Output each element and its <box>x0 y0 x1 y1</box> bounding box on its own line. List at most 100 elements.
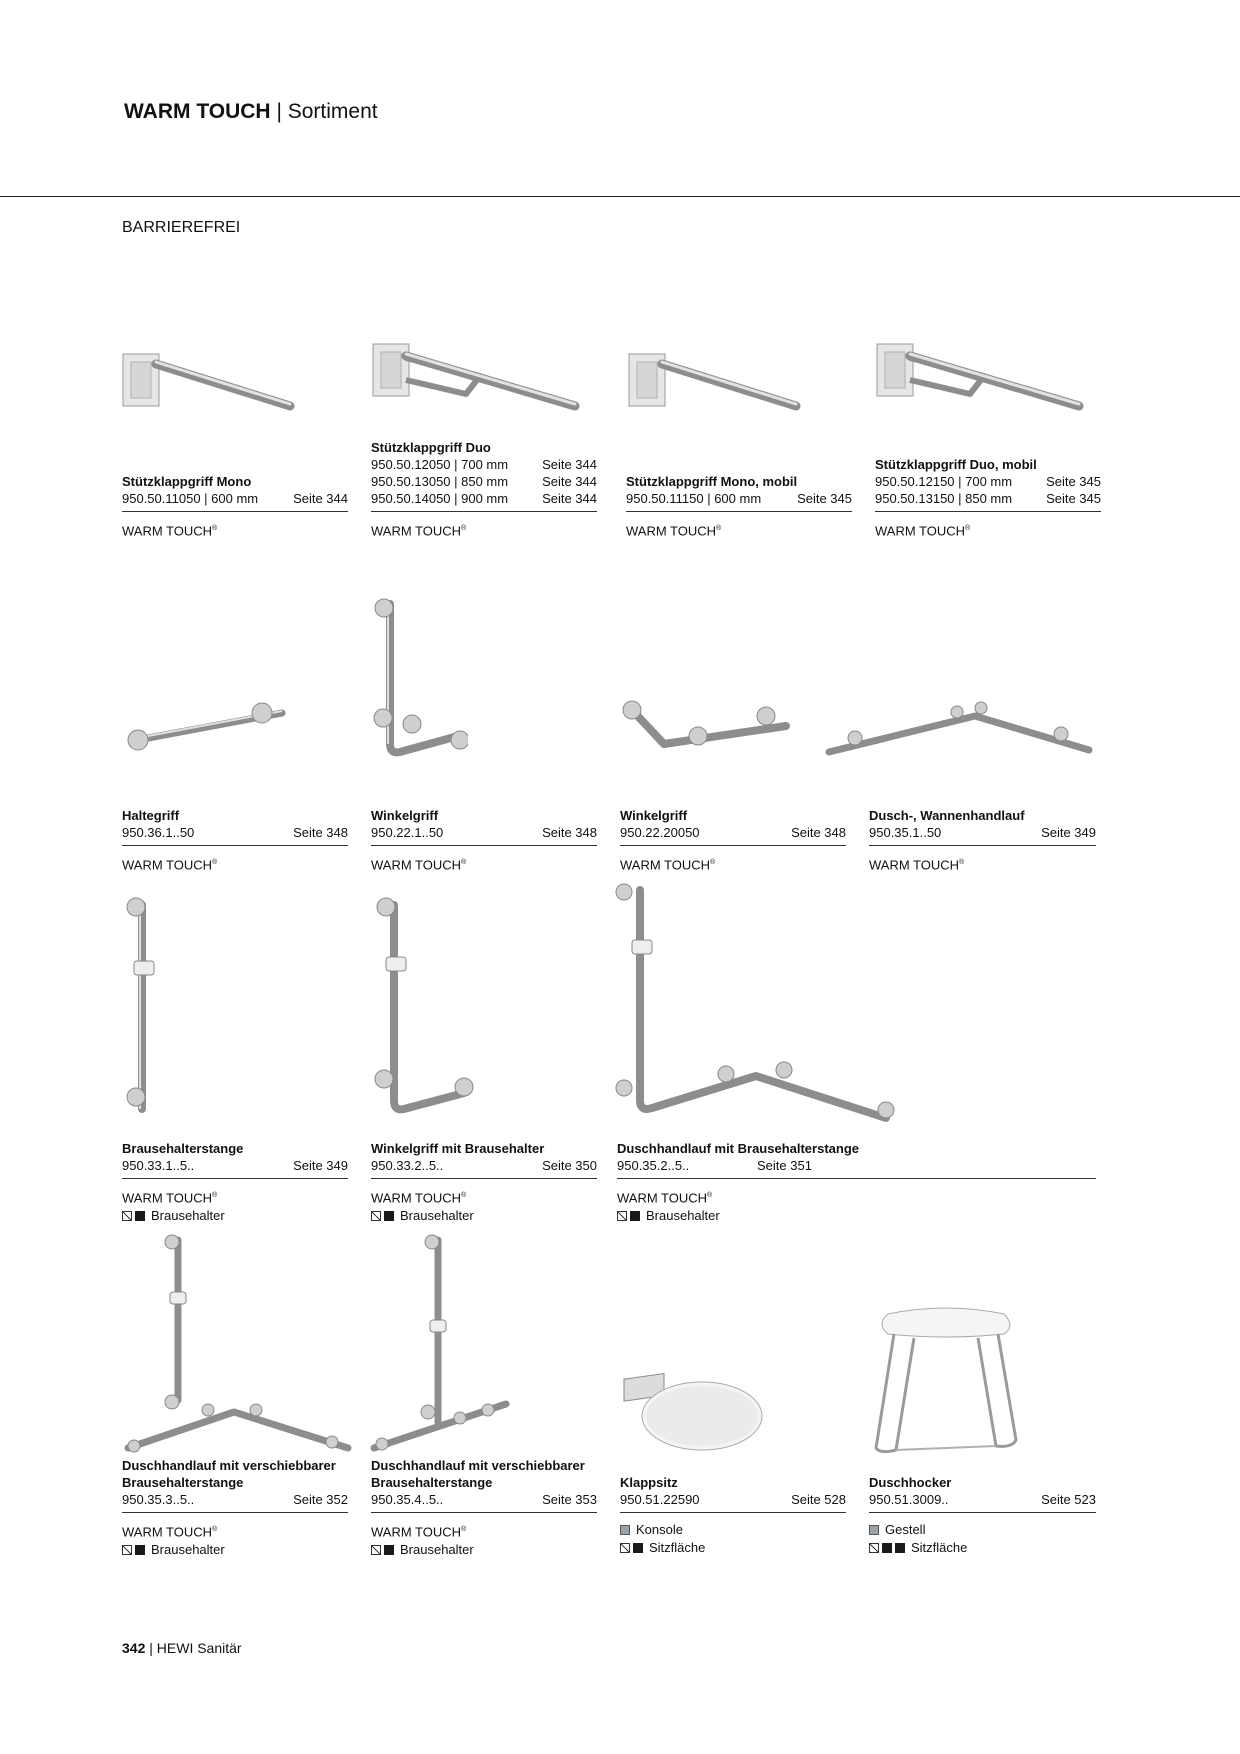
option-label: Sitzfläche <box>911 1540 968 1555</box>
product-row: 950.50.12050 | 700 mm Seite 344 <box>371 456 597 473</box>
product-row: 950.22.1..50 Seite 348 <box>371 824 597 841</box>
page-title: WARM TOUCH | Sortiment <box>124 100 378 124</box>
product-name: Dusch-, Wannenhandlauf <box>869 808 1025 823</box>
product-name: Winkelgriff mit Brausehalter <box>371 1141 545 1156</box>
brand-label: WARM TOUCH® <box>875 523 971 539</box>
page-reference: Seite 344 <box>542 491 597 506</box>
page-reference: Seite 345 <box>1046 491 1101 506</box>
product-name: Duschhocker <box>869 1475 952 1490</box>
option-label: Brausehalter <box>646 1208 720 1224</box>
brand-label: WARM TOUCH® <box>626 523 722 539</box>
page-title-bold: WARM TOUCH <box>124 100 271 123</box>
brand-label: WARM TOUCH® <box>371 857 467 873</box>
card-divider <box>869 845 1096 846</box>
shower-bath-handrail-icon <box>825 701 1093 756</box>
shower-handrail-with-rail-icon <box>615 883 895 1122</box>
folding-support-rail-duo-icon <box>876 343 1084 411</box>
footer-text: | HEWI Sanitär <box>149 1640 242 1656</box>
finish-swatch <box>869 1524 879 1535</box>
product-row: 950.51.3009.. Seite 523 <box>869 1491 1096 1508</box>
article-number: 950.50.12150 | 700 mm <box>875 474 1013 489</box>
page-number: 342 <box>122 1640 146 1656</box>
product-name: Stützklappgriff Duo, mobil <box>875 457 1037 472</box>
card-divider <box>122 511 348 512</box>
brand-label: WARM TOUCH® <box>617 1190 713 1206</box>
product-name: Brausehalterstange <box>122 1141 244 1156</box>
card-divider <box>122 845 348 846</box>
product-row: 950.50.14050 | 900 mm Seite 344 <box>371 490 597 507</box>
product-row: 950.33.2..5.. Seite 350 <box>371 1157 597 1174</box>
article-number: 950.35.1..50 <box>869 825 942 840</box>
brand-label: WARM TOUCH® <box>122 857 218 873</box>
product-name: Haltegriff <box>122 808 180 823</box>
card-divider <box>620 845 846 846</box>
article-number: 950.50.12050 | 700 mm <box>371 457 509 472</box>
page-reference: Seite 350 <box>542 1158 597 1173</box>
product-card: Brausehalterstange 950.33.1..5..Seite 34… <box>122 1140 348 1224</box>
option-label: Sitzfläche <box>649 1540 706 1555</box>
product-name: Duschhandlauf mit verschiebbarer Brauseh… <box>122 1458 336 1490</box>
brand-label: WARM TOUCH® <box>371 1190 467 1206</box>
product-name: Stützklappgriff Mono, mobil <box>626 474 798 489</box>
product-row: 950.33.1..5..Seite 349 <box>122 1157 348 1174</box>
card-divider <box>371 845 597 846</box>
finish-swatch <box>384 1210 394 1221</box>
article-number: 950.33.2..5.. <box>371 1158 444 1173</box>
article-number: 950.51.3009.. <box>869 1492 949 1507</box>
card-divider <box>875 511 1101 512</box>
page-reference: Seite 344 <box>542 457 597 472</box>
color-option: Brausehalter <box>122 1541 348 1558</box>
header-divider <box>0 196 1240 197</box>
folding-seat-icon <box>623 1372 763 1451</box>
folding-support-rail-icon <box>628 353 801 411</box>
angled-grab-bar-shower-holder-icon <box>374 897 474 1114</box>
article-number: 950.22.1..50 <box>371 825 444 840</box>
page-reference: Seite 344 <box>293 491 348 506</box>
section-title: BARRIEREFREI <box>122 219 241 236</box>
product-name: Stützklappgriff Mono <box>122 474 252 489</box>
color-option: Brausehalter <box>617 1207 1096 1224</box>
article-number: 950.50.14050 | 900 mm <box>371 491 509 506</box>
finish-swatch <box>895 1542 905 1553</box>
product-row: 950.35.2..5..Seite 351 <box>617 1157 1096 1174</box>
option-label: Konsole <box>636 1522 683 1537</box>
finish-swatch <box>633 1542 643 1553</box>
finish-swatch <box>882 1542 892 1553</box>
product-card: Stützklappgriff Mono 950.50.11050 | 600 … <box>122 473 348 539</box>
page-reference: Seite 348 <box>293 825 348 840</box>
option-label: Brausehalter <box>151 1542 225 1558</box>
brand-label: WARM TOUCH® <box>122 1524 218 1540</box>
page-reference: Seite 523 <box>1041 1492 1096 1507</box>
page-reference: Seite 345 <box>797 491 852 506</box>
product-name: Klappsitz <box>620 1475 678 1490</box>
finish-swatch <box>122 1210 132 1221</box>
card-divider <box>371 1512 597 1513</box>
page-reference: Seite 349 <box>293 1158 348 1173</box>
product-name: Duschhandlauf mit verschiebbarer Brauseh… <box>371 1458 585 1490</box>
product-name: Duschhandlauf mit Brausehalterstange <box>617 1141 859 1156</box>
product-row: 950.35.4..5..Seite 353 <box>371 1491 597 1508</box>
card-divider <box>869 1512 1096 1513</box>
page-reference: Seite 351 <box>757 1158 812 1173</box>
color-option: Gestell <box>869 1521 1096 1538</box>
card-divider <box>371 1178 597 1179</box>
page-reference: Seite 528 <box>791 1492 846 1507</box>
product-card: Stützklappgriff Mono, mobil 950.50.11150… <box>626 473 852 539</box>
page-reference: Seite 352 <box>293 1492 348 1507</box>
brand-label: WARM TOUCH® <box>620 857 716 873</box>
page-reference: Seite 344 <box>542 474 597 489</box>
finish-swatch <box>620 1542 630 1553</box>
angled-grab-bar-135-icon <box>622 700 790 748</box>
product-card: Duschhandlauf mit Brausehalterstange 950… <box>617 1140 1096 1224</box>
brand-label: WARM TOUCH® <box>122 523 218 539</box>
card-divider <box>371 511 597 512</box>
page-reference: Seite 348 <box>542 825 597 840</box>
shower-rail-icon <box>126 897 155 1113</box>
brand-label: WARM TOUCH® <box>371 1524 467 1540</box>
